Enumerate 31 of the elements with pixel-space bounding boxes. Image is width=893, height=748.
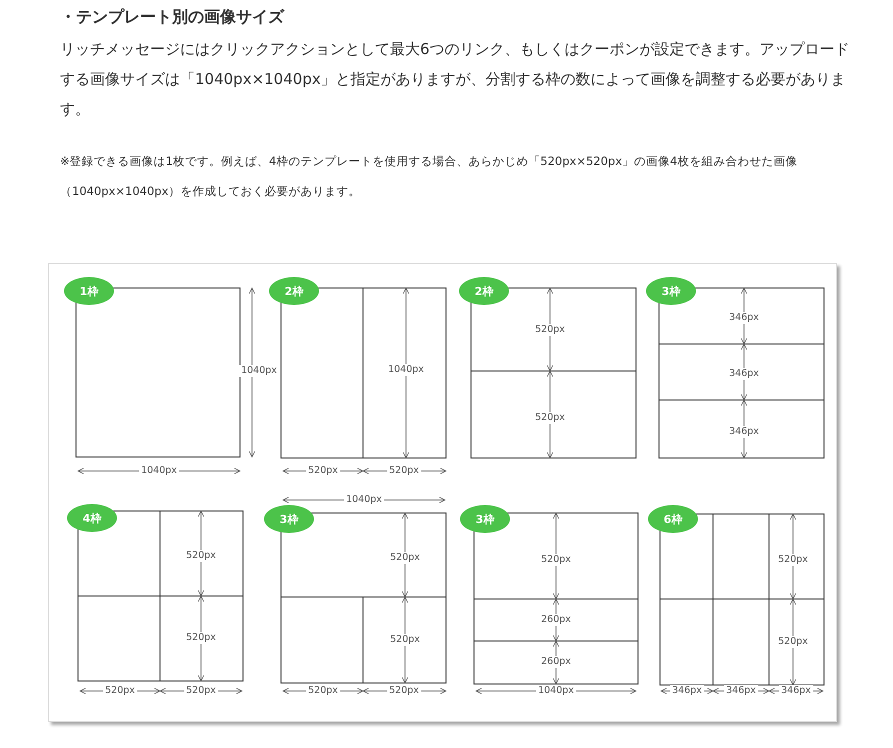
dimension-label: 1040px [139, 465, 179, 477]
dimension-label: 346px [670, 685, 704, 697]
dimension-label: 1040px [239, 365, 279, 377]
dimension-label: 260px [539, 614, 573, 626]
dimension-label: 520px [387, 465, 421, 477]
dimension-label: 520px [539, 554, 573, 566]
dimension-label: 346px [727, 312, 761, 324]
dimension-label: 520px [387, 685, 421, 697]
dimension-label: 346px [779, 685, 813, 697]
dimension-label: 346px [724, 685, 758, 697]
dimension-label: 520px [776, 554, 810, 566]
dimension-label: 520px [103, 685, 137, 697]
dimension-label: 520px [306, 685, 340, 697]
dimension-label: 520px [776, 636, 810, 648]
dimension-label: 520px [533, 324, 567, 336]
dimension-label: 520px [306, 465, 340, 477]
dimension-label: 346px [727, 426, 761, 438]
section-heading: ・テンプレート別の画像サイズ [60, 6, 284, 28]
dimension-label: 346px [727, 368, 761, 380]
dimension-label: 1040px [386, 364, 426, 376]
dimension-label: 1040px [536, 685, 576, 697]
dimension-label: 520px [184, 685, 218, 697]
body-paragraph: リッチメッセージにはクリックアクションとして最大6つのリンク、もしくはクーポンが設定できます。アップロードする画像サイズは「1040px×1040px」と指定がありますが、分割する枠の数によって画像を調整する必要があります。 [60, 39, 850, 120]
dimension-label: 520px [184, 632, 218, 644]
dimension-label: 520px [184, 550, 218, 562]
dimension-label: 260px [539, 656, 573, 668]
dimension-label: 520px [388, 634, 422, 646]
dimension-label: 520px [533, 412, 567, 424]
note-paragraph: ※登録できる画像は1枚です。例えば、4枠のテンプレートを使用する場合、あらかじめ「520px×520px」の画像4枚を組み合わせた画像（1040px×1040px）を作成しておく必要があります。 [60, 153, 798, 200]
dimension-label: 1040px [344, 494, 384, 506]
dimension-label: 520px [388, 552, 422, 564]
